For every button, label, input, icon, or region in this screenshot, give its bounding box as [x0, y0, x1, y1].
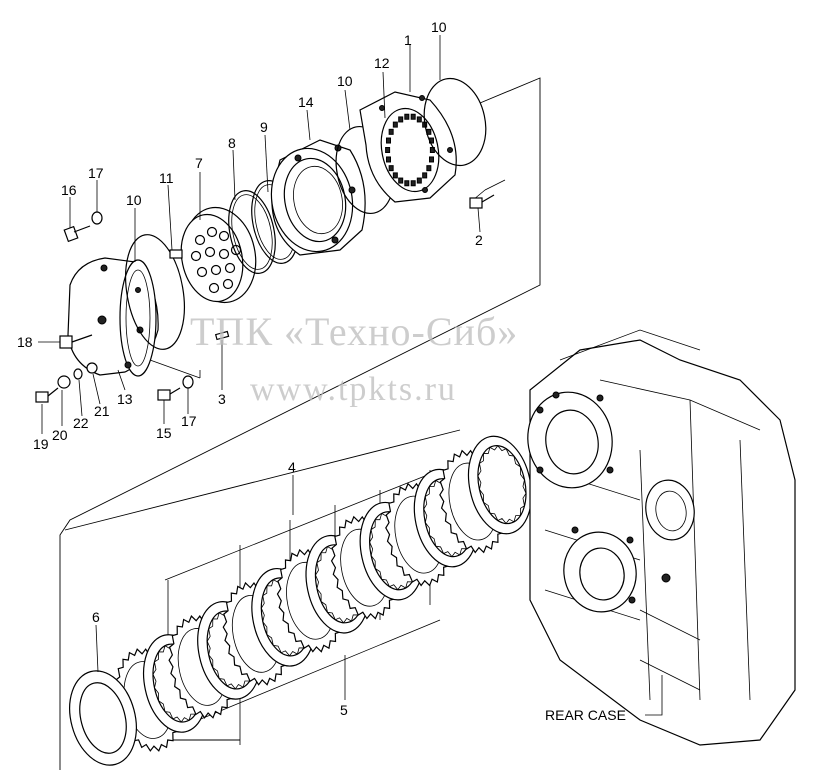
callout-8: 8	[228, 135, 236, 151]
callout-10-left: 10	[126, 192, 142, 208]
watermark-url: www.tpkts.ru	[250, 371, 457, 408]
callout-22: 22	[73, 415, 89, 431]
friction-plate	[467, 435, 533, 535]
piston-hole	[204, 246, 216, 258]
piston-hole	[206, 226, 218, 238]
callout-21: 21	[94, 403, 110, 419]
part-11-plug	[169, 249, 183, 259]
callout-18: 18	[17, 334, 33, 350]
spline-tooth	[416, 116, 422, 123]
callout-5: 5	[340, 702, 348, 718]
callout-9: 9	[260, 119, 268, 135]
callout-1: 1	[404, 32, 412, 48]
spline-tooth	[388, 128, 394, 135]
spline-tooth	[410, 113, 416, 120]
callout-labels: 1 2 3 4 5 6 7 8 9 10 10 10 11 12 13 14 1…	[17, 19, 626, 723]
spline-tooth	[388, 165, 394, 172]
spline-tooth	[404, 113, 410, 120]
part-14-cylinder	[270, 139, 366, 256]
callout-16: 16	[61, 182, 77, 198]
callout-20: 20	[52, 427, 68, 443]
spline-tooth	[410, 180, 416, 187]
part-13-cover	[67, 257, 159, 377]
piston-hole	[224, 262, 236, 274]
piston-hole	[194, 234, 206, 246]
spline-tooth	[392, 172, 398, 179]
callout-7: 7	[195, 155, 203, 171]
piston-hole	[210, 264, 222, 276]
piston-hole	[208, 282, 220, 294]
callout-4: 4	[288, 459, 296, 475]
piston-hole	[196, 266, 208, 278]
part-10-o-ring-left	[125, 234, 185, 350]
piston-hole	[218, 230, 230, 242]
leader-lines	[38, 35, 663, 716]
watermark-company: ТПК «Техно-Сиб»	[190, 309, 518, 354]
small-fasteners	[35, 194, 495, 403]
watermark: ТПК «Техно-Сиб» www.tpkts.ru	[190, 309, 518, 408]
spline-tooth	[386, 156, 392, 163]
callout-6: 6	[92, 609, 100, 625]
clutch-plate-pack	[114, 435, 533, 752]
part-10-o-ring-right	[423, 77, 487, 167]
callout-14: 14	[298, 94, 314, 110]
spline-tooth	[392, 121, 398, 128]
callout-11: 11	[159, 170, 174, 186]
callout-12: 12	[374, 55, 390, 71]
part-1-hub	[359, 91, 457, 203]
callout-10-middle: 10	[337, 73, 353, 89]
callout-13: 13	[117, 391, 133, 407]
callout-15: 15	[156, 425, 172, 441]
callout-17-bottom: 17	[181, 413, 197, 429]
part-7-piston	[180, 206, 257, 304]
spline-tooth	[404, 180, 410, 187]
rear-case-housing	[527, 329, 796, 746]
part-8-seal-ring	[228, 190, 276, 274]
rear-case-label: REAR CASE	[545, 707, 626, 723]
spline-tooth	[428, 156, 434, 163]
callout-3: 3	[218, 391, 226, 407]
piston-hole	[222, 278, 234, 290]
spline-tooth	[385, 147, 391, 153]
piston-hole	[218, 248, 230, 260]
callout-2: 2	[475, 232, 483, 248]
part-6-end-plate	[69, 670, 137, 766]
callout-19: 19	[33, 436, 49, 452]
spline-tooth	[398, 116, 404, 123]
spline-tooth	[416, 177, 422, 184]
callout-17-top: 17	[88, 165, 104, 181]
spline-tooth	[426, 165, 432, 172]
spline-tooth	[398, 177, 404, 184]
callout-10-right: 10	[431, 19, 447, 35]
piston-hole	[190, 250, 202, 262]
spline-tooth	[386, 137, 392, 144]
spline-tooth	[422, 172, 428, 179]
